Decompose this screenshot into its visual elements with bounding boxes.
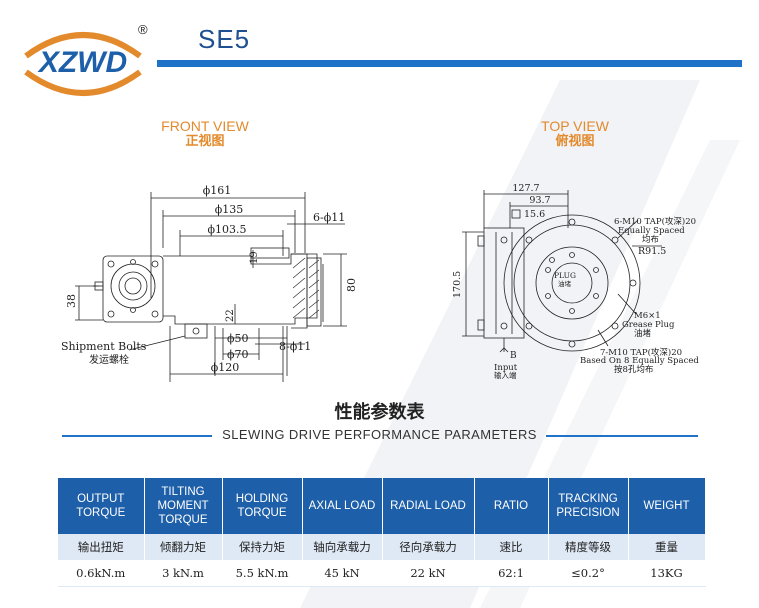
header-cell: RADIAL LOAD (382, 478, 475, 534)
cn-cell: 输出扭矩 (58, 534, 145, 560)
performance-title-cn: 性能参数表 (334, 402, 425, 423)
dim-d120: ϕ120 (211, 361, 240, 374)
grease-line2: Grease Plug (622, 320, 675, 330)
front-view-title-en: FRONT VIEW (161, 118, 249, 134)
shipment-bolts-cn: 发运螺栓 (89, 353, 129, 366)
dim-170: 170.5 (452, 271, 463, 298)
header-bar (157, 60, 742, 67)
value-cell: 45 kN (302, 560, 383, 587)
dim-d19: 19 (249, 251, 260, 264)
dim-d38: 38 (65, 294, 78, 308)
top-view-drawing: 127.7 93.7 15.6 170.5 R91.5 6-M10 TAP(攻深… (452, 183, 699, 380)
header-cell: AXIAL LOAD (302, 478, 383, 534)
value-cell: ≤0.2° (548, 560, 629, 587)
registered-mark: ® (138, 22, 148, 37)
cn-cell: 保持力矩 (222, 534, 303, 560)
header-cell: RATIO (474, 478, 549, 534)
divider-left (62, 435, 212, 437)
grease-line1: M6×1 (634, 311, 661, 321)
dim-r91: R91.5 (638, 246, 666, 257)
dim-15: 15.6 (524, 209, 545, 220)
tap6-line1: 6-M10 TAP(攻深)20 (614, 216, 696, 227)
dim-d70: ϕ70 (227, 348, 249, 361)
value-cell: 22 kN (382, 560, 475, 587)
top-view-title-en: TOP VIEW (541, 118, 609, 134)
tap6-line2: Equally Spaced (618, 226, 685, 236)
dim-d80: 80 (345, 278, 358, 292)
brand-logo: XZWD ® (24, 22, 148, 96)
dim-93: 93.7 (529, 195, 550, 206)
front-view-title-cn: 正视图 (185, 134, 225, 149)
table-row-cn: 输出扭矩 倾翻力矩 保持力矩 轴向承载力 径向承载力 速比 精度等级 重量 (58, 534, 706, 560)
dim-holes-top: 6-ϕ11 (313, 211, 345, 224)
performance-title-en: SLEWING DRIVE PERFORMANCE PARAMETERS (222, 427, 537, 442)
dim-127: 127.7 (512, 183, 539, 194)
shipment-bolts-en: Shipment Bolts (61, 340, 147, 353)
cn-cell: 重量 (628, 534, 706, 560)
input-cn: 输入端 (494, 370, 517, 380)
divider-right (546, 435, 698, 437)
dim-d161: ϕ161 (203, 184, 232, 197)
value-cell: 5.5 kN.m (222, 560, 303, 587)
top-view-title-cn: 俯视图 (555, 134, 595, 149)
cn-cell: 速比 (474, 534, 549, 560)
input-en: Input (494, 363, 518, 373)
tap7-line1: 7-M10 TAP(攻深)20 (600, 347, 682, 358)
table-row-values: 0.6kN.m 3 kN.m 5.5 kN.m 45 kN 22 kN 62:1… (58, 560, 706, 587)
logo-text: XZWD (37, 46, 127, 79)
tap7-line3: 按8孔均布 (614, 364, 653, 375)
cn-cell: 径向承载力 (382, 534, 475, 560)
grease-line3: 油堵 (634, 328, 652, 339)
cn-cell: 倾翻力矩 (144, 534, 223, 560)
plug-label-en: PLUG (554, 271, 576, 280)
cn-cell: 精度等级 (548, 534, 629, 560)
dim-d22: 22 (225, 309, 236, 322)
header-cell: WEIGHT (628, 478, 706, 534)
dim-d135: ϕ135 (215, 203, 244, 216)
value-cell: 0.6kN.m (58, 560, 145, 587)
dim-d50: ϕ50 (227, 332, 249, 345)
value-cell: 62:1 (474, 560, 549, 587)
dim-d103: ϕ103.5 (208, 223, 247, 236)
cn-cell: 轴向承载力 (302, 534, 383, 560)
model-title: SE5 (198, 24, 251, 54)
value-cell: 13KG (628, 560, 706, 587)
value-cell: 3 kN.m (144, 560, 223, 587)
b-label: B (510, 351, 517, 361)
top-view-title: TOP VIEW 俯视图 (520, 118, 630, 150)
front-view-title: FRONT VIEW 正视图 (150, 118, 260, 150)
plug-label-cn: 油堵 (558, 279, 572, 288)
tap6-line3: 均布 (642, 234, 659, 245)
front-view-drawing: ϕ161 ϕ135 ϕ103.5 6-ϕ11 19 80 38 22 ϕ50 ϕ… (61, 184, 358, 382)
dim-holes-bottom: 8-ϕ11 (279, 340, 311, 353)
tap7-line2: Based On 8 Equally Spaced (580, 356, 699, 366)
